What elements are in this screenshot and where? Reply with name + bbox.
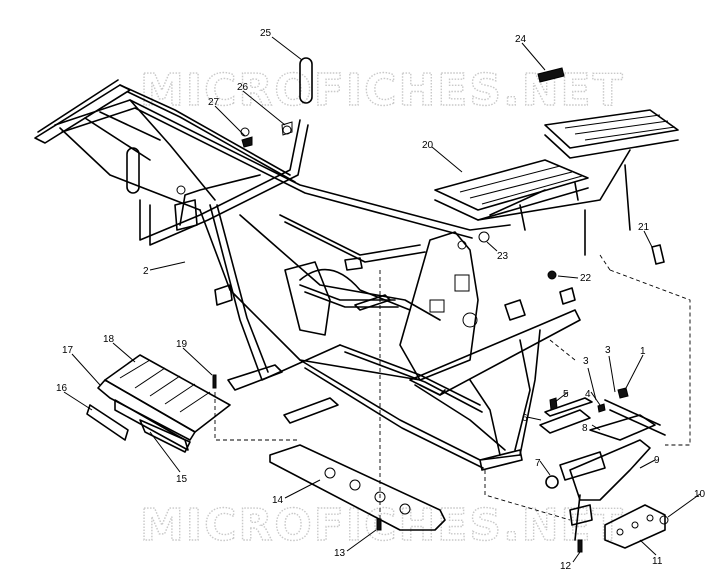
callout-27: 27 [208,97,220,108]
bolt-1 [617,387,629,399]
callout-23: 23 [497,251,509,262]
main-frame [34,79,581,471]
callout-4: 4 [585,389,591,400]
footrest-assembly [86,354,231,453]
plug-26 [281,121,293,136]
callout-labels: 1 2 3 3 4 5 6 7 8 9 10 11 12 13 14 15 16… [56,28,706,572]
callout-1: 1 [640,346,646,357]
callout-17: 17 [62,345,74,356]
callout-3a: 3 [605,345,611,356]
callout-12: 12 [560,561,572,572]
floor-pan [269,444,446,531]
label-24 [537,67,565,83]
footrest-grip [86,404,129,441]
callout-26: 26 [237,82,249,93]
callout-5: 5 [563,389,569,400]
callout-20: 20 [422,140,434,151]
screw-12 [577,539,583,553]
callout-21: 21 [638,222,650,233]
callout-2: 2 [143,266,149,277]
swing-arm-parts [539,397,666,549]
right-grip [299,57,313,104]
callout-7: 7 [535,458,541,469]
left-grip [126,147,140,194]
callout-10: 10 [694,489,706,500]
callout-13: 13 [334,548,346,559]
callout-8: 8 [582,423,588,434]
callout-6: 6 [522,413,528,424]
plug-23 [478,231,490,243]
callout-24: 24 [515,34,527,45]
screw-4 [597,403,606,413]
hardware [212,67,669,553]
rear-rack [434,109,679,256]
callout-16: 16 [56,383,68,394]
bolt-21 [651,244,665,265]
screw-19 [212,374,217,389]
reference-lines [214,254,691,521]
front-handle-assembly [126,57,313,246]
bolt-5 [549,397,558,411]
callout-3b: 3 [583,356,589,367]
callout-19: 19 [176,339,188,350]
nut-10 [659,515,669,525]
callout-14: 14 [272,495,284,506]
callout-11: 11 [652,556,663,567]
leader-lines [63,36,701,563]
nut-22 [547,270,557,280]
watermark-bottom: MICROFICHES.NET [140,500,625,551]
bolt-27 [241,136,253,148]
screw-13 [376,518,382,531]
callout-18: 18 [103,334,115,345]
callout-9: 9 [654,455,660,466]
callout-25: 25 [260,28,272,39]
callout-22: 22 [580,273,592,284]
callout-15: 15 [176,474,188,485]
